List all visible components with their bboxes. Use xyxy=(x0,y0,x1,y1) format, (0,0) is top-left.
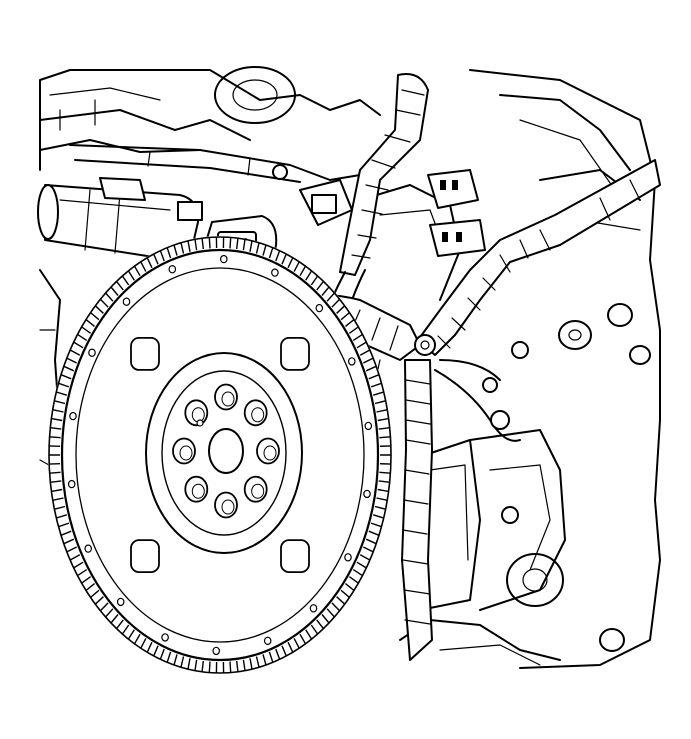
flywheel-bolt-head xyxy=(251,483,265,499)
flywheel-bolt-head xyxy=(179,445,193,461)
flywheel-bolt xyxy=(184,399,209,427)
flywheel-lightening-hole xyxy=(130,539,160,573)
flywheel-perimeter-hole xyxy=(220,254,228,264)
flywheel-perimeter-hole xyxy=(347,357,356,366)
flywheel-perimeter-hole xyxy=(161,633,169,642)
flywheel-perimeter-hole xyxy=(69,411,77,421)
flywheel-hub-ring xyxy=(161,370,287,536)
flywheel-lightening-hole xyxy=(280,336,310,371)
flywheel-bolt xyxy=(172,437,196,465)
flywheel-perimeter-hole xyxy=(309,604,318,613)
flywheel-dowel-pin xyxy=(196,419,204,427)
flywheel-bolt xyxy=(184,475,209,503)
flywheel-perimeter-hole xyxy=(271,268,279,277)
flywheel-lightening-hole xyxy=(280,539,310,573)
flywheel xyxy=(48,236,392,674)
flywheel-perimeter-hole xyxy=(168,265,177,274)
flywheel-bolt xyxy=(243,475,268,503)
flywheel-bolt xyxy=(214,383,238,411)
flywheel-bolt-head xyxy=(221,499,235,515)
flywheel-bolt-head xyxy=(251,407,265,423)
ring-gear-outer-edge xyxy=(48,236,392,674)
flywheel-perimeter-hole xyxy=(84,544,93,553)
flywheel-perimeter-hole xyxy=(315,303,324,313)
flywheel-perimeter-hole xyxy=(344,553,352,562)
flywheel-perimeter-hole xyxy=(212,646,221,656)
flywheel-lightening-hole xyxy=(130,336,160,371)
ring-gear xyxy=(49,236,391,674)
flywheel-bolt-head xyxy=(191,483,205,499)
flywheel-perimeter-hole xyxy=(364,421,373,431)
flywheel-perimeter-hole xyxy=(122,297,131,306)
flywheel-perimeter-hole xyxy=(67,479,76,489)
flywheel-bolt xyxy=(214,491,238,519)
flywheel-bolt-head xyxy=(221,391,235,407)
crankshaft-sensor-connector xyxy=(37,144,361,260)
flywheel-bolt xyxy=(243,399,268,427)
flywheel-perimeter-hole xyxy=(88,348,96,357)
flywheel-bolt xyxy=(256,437,280,465)
flywheel-perimeter-hole xyxy=(116,597,125,607)
flywheel-bolt-head xyxy=(263,445,277,461)
flywheel-perimeter-hole xyxy=(263,636,272,646)
flywheel-inner-rim xyxy=(75,267,365,643)
flywheel-perimeter-hole xyxy=(363,489,371,499)
crankshaft-pilot-bore xyxy=(208,428,244,474)
